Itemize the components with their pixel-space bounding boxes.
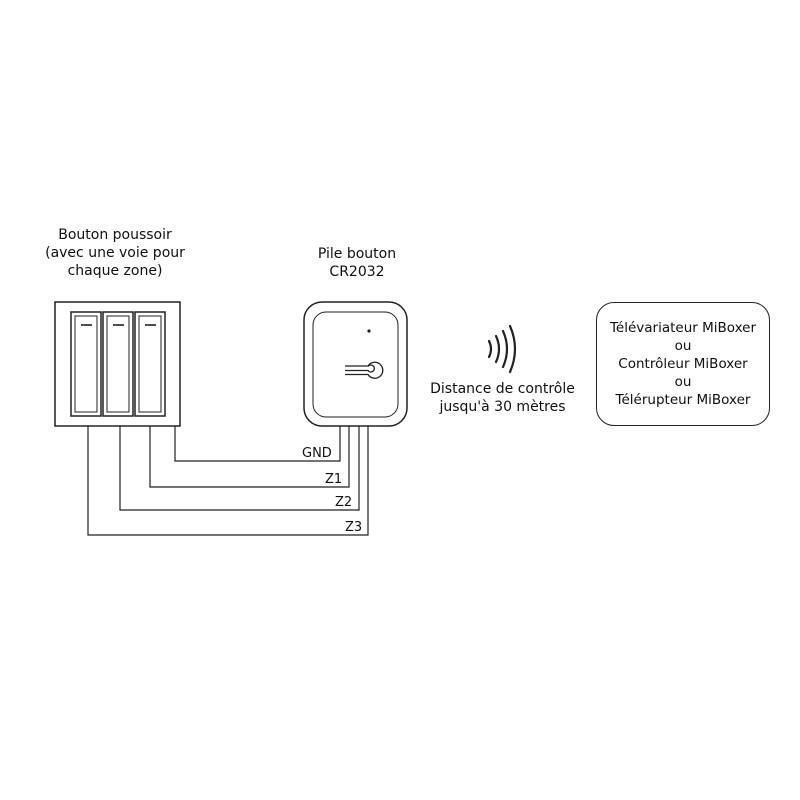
switch-rocker-1 (70, 311, 102, 417)
wire-z1 (149, 426, 350, 488)
wire-z2 (119, 426, 360, 511)
target-line-4: ou (674, 374, 692, 390)
target-line-2: ou (674, 338, 692, 354)
push-button-panel (54, 301, 181, 427)
wire-label-gnd: GND (302, 446, 332, 461)
battery-line-2: CR2032 (329, 264, 385, 280)
push-button-subtitle-1: (avec une voie pour (45, 245, 185, 261)
switch-rocker-2 (102, 311, 134, 417)
target-line-3: Contrôleur MiBoxer (618, 356, 748, 372)
wire-label-z3: Z3 (345, 520, 362, 535)
miboxer-logo-icon (345, 361, 384, 379)
wire-z3 (87, 426, 369, 536)
target-device-box: Télévariateur MiBoxer ou Contrôleur MiBo… (596, 302, 770, 426)
wire-label-z1: Z1 (325, 472, 342, 487)
wires (87, 426, 369, 536)
range-line-1: Distance de contrôle (430, 381, 575, 397)
push-button-subtitle-2: chaque zone) (67, 263, 163, 279)
battery-module (303, 301, 408, 427)
target-line-1: Télévariateur MiBoxer (609, 320, 757, 336)
led-indicator (367, 329, 371, 333)
range-line-2: jusqu'à 30 mètres (439, 399, 566, 415)
push-button-label: Bouton poussoir (avec une voie pour chaq… (20, 226, 210, 280)
wire-gnd (174, 426, 341, 462)
wireless-signal-icon (487, 324, 517, 374)
target-line-5: Télérupteur MiBoxer (615, 392, 751, 408)
battery-label: Pile bouton CR2032 (297, 245, 417, 281)
wire-label-z2: Z2 (335, 495, 352, 510)
range-label: Distance de contrôle jusqu'à 30 mètres (420, 380, 585, 416)
push-button-title: Bouton poussoir (58, 227, 172, 243)
switch-rocker-3 (134, 311, 166, 417)
battery-line-1: Pile bouton (317, 246, 397, 262)
